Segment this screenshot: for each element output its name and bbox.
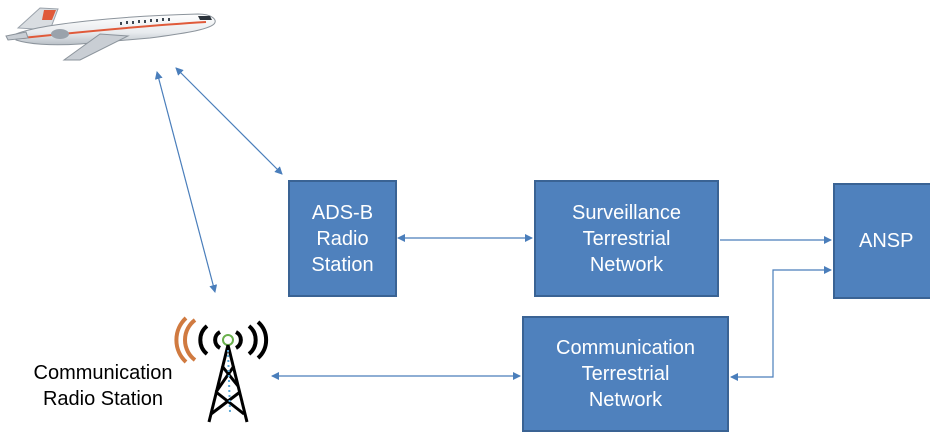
airplane-icon xyxy=(5,7,216,61)
surveillance-terrestrial-network-label: Surveillance Terrestrial Network xyxy=(572,201,681,276)
link-aircraft-comm-station xyxy=(154,71,218,293)
ansp-label: ANSP xyxy=(859,230,914,252)
connectors xyxy=(154,67,832,381)
adsb-radio-station-label: ADS-B Radio Station xyxy=(311,201,374,276)
adsb-radio-station-box: ADS-B Radio Station xyxy=(288,180,397,297)
link-comm-network-ansp xyxy=(730,266,832,381)
surveillance-terrestrial-network-box: Surveillance Terrestrial Network xyxy=(534,180,719,297)
communication-terrestrial-network-label: Communication Terrestrial Network xyxy=(556,337,695,411)
communication-terrestrial-network-box: Communication Terrestrial Network xyxy=(522,316,729,432)
radio-tower-icon xyxy=(174,316,269,423)
communication-radio-station-label: Communication Radio Station xyxy=(33,362,173,410)
ansp-box: ANSP xyxy=(833,183,930,299)
link-aircraft-adsb xyxy=(175,67,283,175)
